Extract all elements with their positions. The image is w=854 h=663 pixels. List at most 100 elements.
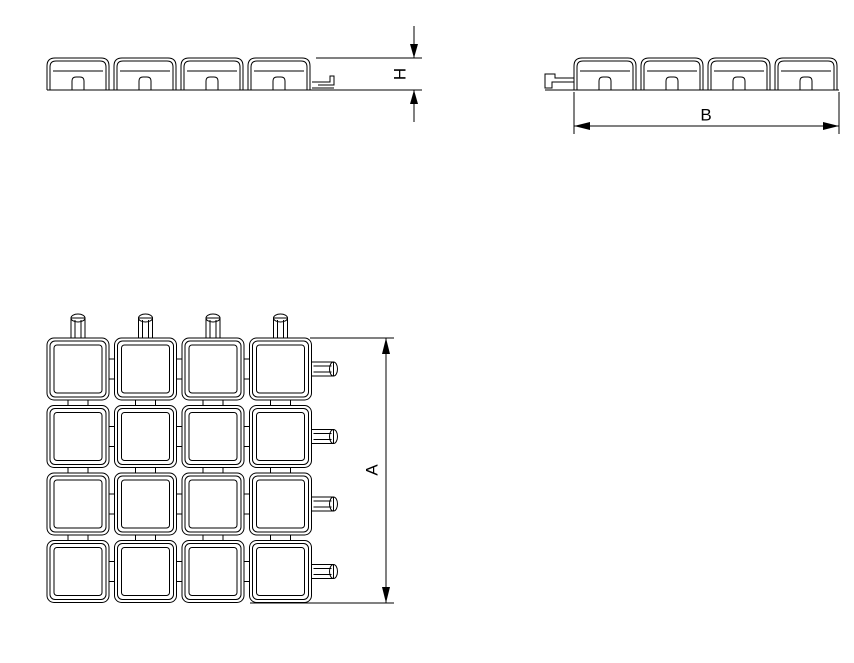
top-peg-body (70, 317, 86, 339)
tile-outer-edge (114, 540, 177, 603)
length-dimension: A (250, 337, 394, 604)
side-tile-outline (640, 57, 704, 90)
tile-top-face (188, 412, 238, 461)
width-arrow-left (574, 122, 590, 130)
side-left-connector (312, 75, 335, 86)
tile-top-face (53, 412, 103, 461)
top-peg (273, 313, 288, 339)
tile-outer-edge (46, 337, 110, 401)
side-tile-inner-outline (710, 60, 768, 90)
tile-link-horizontal (108, 358, 115, 380)
tile (114, 540, 183, 603)
side-peg-cap (329, 564, 338, 579)
tile-outer-edge (181, 540, 245, 603)
height-label: H (391, 68, 410, 80)
tile-top-face (53, 547, 103, 596)
length-arrow-top (382, 338, 390, 354)
tile-top-face (256, 344, 305, 394)
tile-top-face (188, 547, 238, 596)
side-tile (774, 57, 838, 90)
side-tile-inner-outline (250, 60, 308, 90)
width-dimension: B (573, 92, 840, 134)
width-label: B (700, 106, 711, 125)
side-tile (573, 57, 637, 90)
side-tile-inner-outline (116, 60, 174, 90)
tile-link-vertical (270, 467, 291, 474)
side-tile-outline (774, 57, 838, 90)
side-tile-notch (272, 76, 286, 90)
tile-inner-edge (49, 408, 107, 465)
tile-top-face (188, 344, 238, 394)
tile-outer-edge (249, 472, 312, 536)
side-view-right (544, 57, 839, 91)
tile-link-vertical (270, 399, 291, 406)
side-tile-notch (598, 76, 612, 90)
tile (249, 405, 312, 474)
tile (114, 472, 183, 541)
tile-inner-edge (252, 475, 309, 533)
side-tile-outline (573, 57, 637, 90)
tile-inner-edge (117, 543, 174, 600)
side-tile-inner-outline (183, 60, 241, 90)
tile-inner-edge (49, 340, 107, 398)
tile-link-vertical (135, 534, 156, 541)
tile-inner-edge (49, 543, 107, 600)
side-tile-notch (138, 76, 152, 90)
tile-top-face (121, 547, 170, 596)
height-arrow-bottom (410, 90, 418, 104)
tile (46, 405, 115, 474)
tile-top-face (53, 479, 103, 529)
width-arrow-right (823, 122, 839, 130)
side-peg (311, 564, 338, 579)
tile (181, 405, 250, 474)
tile-top-face (121, 479, 170, 529)
tile-link-horizontal (243, 493, 250, 515)
tile (249, 472, 312, 541)
tile (249, 540, 312, 603)
tile (181, 337, 250, 406)
tile-link-horizontal (176, 493, 183, 515)
side-tile-notch (732, 76, 746, 90)
tile-top-face (256, 412, 305, 461)
side-peg-body (311, 429, 334, 444)
side-tile-inner-outline (49, 60, 107, 90)
tile-link-vertical (67, 399, 89, 406)
tile-link-horizontal (176, 358, 183, 380)
tile-inner-edge (117, 408, 174, 465)
length-arrow-bottom (382, 587, 390, 603)
tile-outer-edge (114, 405, 177, 468)
tile-outer-edge (46, 472, 110, 536)
side-peg (311, 496, 338, 512)
tile-link-vertical (67, 534, 89, 541)
top-peg (138, 313, 153, 339)
top-peg-body (205, 317, 221, 339)
tile-inner-edge (117, 340, 174, 398)
side-tile-outline (180, 57, 244, 90)
side-peg (311, 361, 338, 377)
length-label: A (363, 464, 382, 476)
tile-inner-edge (252, 340, 309, 398)
tile-inner-edge (252, 543, 309, 600)
tile-link-vertical (135, 467, 156, 474)
tile-outer-edge (114, 337, 177, 401)
side-tile (113, 57, 177, 90)
tile-link-horizontal (243, 358, 250, 380)
tile-link-horizontal (108, 426, 115, 447)
side-tile (247, 57, 311, 90)
tile-outer-edge (46, 540, 110, 603)
height-dimension: H (316, 26, 422, 122)
side-peg-body (311, 361, 334, 377)
tile-top-face (256, 479, 305, 529)
tile-link-horizontal (176, 426, 183, 447)
side-right-connector (544, 73, 574, 89)
tile-inner-edge (184, 408, 242, 465)
side-tile (707, 57, 771, 90)
tile-inner-edge (184, 475, 242, 533)
side-tile-notch (205, 76, 219, 90)
tile-outer-edge (114, 472, 177, 536)
top-peg-cap (273, 313, 288, 323)
top-peg (70, 313, 86, 339)
side-tile-outline (113, 57, 177, 90)
top-peg-body (273, 317, 288, 339)
tile-top-face (256, 547, 305, 596)
